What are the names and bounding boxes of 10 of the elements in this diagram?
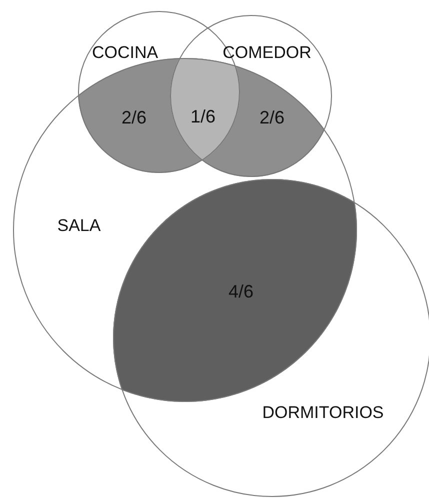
set-label: COCINA xyxy=(92,43,158,63)
fraction-label: 4/6 xyxy=(228,282,254,302)
fraction-label: 2/6 xyxy=(121,108,147,128)
set-circle xyxy=(170,15,332,177)
set-label: DORMITORIOS xyxy=(262,403,384,423)
set-label: SALA xyxy=(57,216,101,236)
fraction-label: 2/6 xyxy=(259,108,285,128)
set-circle xyxy=(113,179,429,497)
set-circle xyxy=(13,58,357,402)
fraction-label: 1/6 xyxy=(190,106,216,128)
